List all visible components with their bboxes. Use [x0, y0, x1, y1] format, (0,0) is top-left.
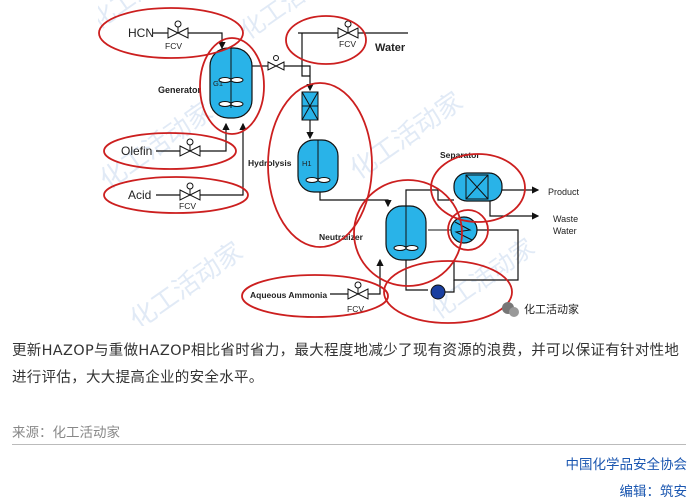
- label-waste: Waste: [553, 214, 578, 224]
- article-paragraph: 更新HAZOP与重做HAZOP相比省时省力，最大程度地减少了现有资源的浪费，并可…: [12, 343, 680, 386]
- pump: [430, 284, 446, 300]
- hydrolysis-vessel: [297, 139, 339, 193]
- label-h1: H1: [302, 159, 312, 168]
- valve-water: [337, 20, 359, 39]
- label-neutralizer: Neutralizer: [319, 232, 364, 242]
- generator-vessel: [209, 47, 253, 119]
- label-acid: Acid: [128, 188, 151, 202]
- label-fcv-hcn: FCV: [165, 41, 182, 51]
- svg-text:化工活动家: 化工活动家: [524, 302, 579, 316]
- watermark-2: 化工活动家: [235, 0, 349, 45]
- label-hydrolysis: Hydrolysis: [248, 158, 292, 168]
- label-generator: Generator: [158, 85, 202, 95]
- wechat-badge: 化工活动家: [502, 302, 579, 317]
- label-water2: Water: [553, 226, 577, 236]
- label-aqueous-ammonia: Aqueous Ammonia: [250, 290, 327, 300]
- watermark-5: 化工活动家: [125, 237, 249, 326]
- label-separator: Separator: [440, 150, 480, 160]
- label-fcv-ammonia: FCV: [347, 304, 364, 314]
- association-link[interactable]: 中国化学品安全协会: [565, 457, 688, 473]
- separator-vessel: [453, 172, 503, 202]
- valve-hcn: [167, 20, 189, 39]
- label-olefin: Olefin: [121, 144, 152, 158]
- neutralizer-vessel: [385, 205, 427, 261]
- watermark-6: 化工活动家: [425, 233, 539, 325]
- watermark-4: 化工活动家: [345, 87, 469, 186]
- label-hcn: HCN: [128, 26, 154, 40]
- valve-generator-out: [267, 55, 285, 71]
- filter-column: [301, 91, 319, 121]
- process-flow-diagram: 化工活动家 化工活动家 化工活动家 化工活动家 化工活动家 化工活动家 HCN …: [98, 0, 580, 326]
- valve-ammonia: [347, 281, 369, 300]
- label-g1: G1: [213, 79, 223, 88]
- hazop-annotations: [98, 7, 526, 324]
- divider: [12, 444, 686, 445]
- editor-credit: 编辑：筑安: [619, 484, 688, 500]
- label-fcv-acid: FCV: [179, 201, 196, 211]
- label-water: Water: [375, 42, 406, 54]
- valve-acid: [179, 182, 201, 201]
- article-source: 来源：化工活动家: [12, 425, 120, 441]
- label-fcv-water: FCV: [339, 39, 356, 49]
- label-product: Product: [548, 187, 580, 197]
